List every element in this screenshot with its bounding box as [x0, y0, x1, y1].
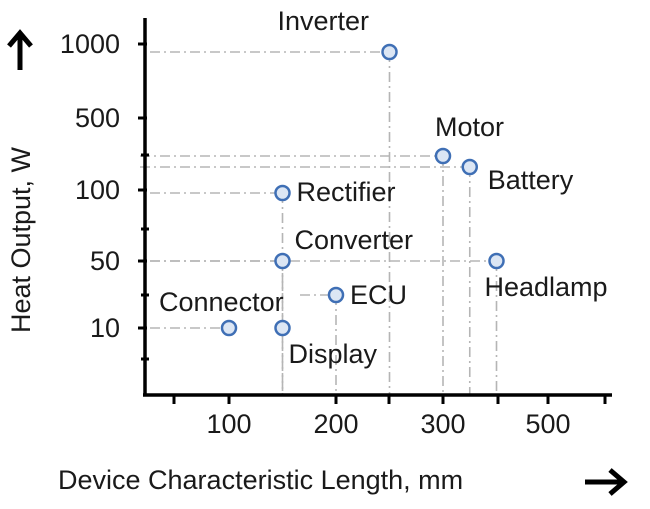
- point-label: Display: [289, 339, 378, 369]
- data-point: [327, 286, 345, 304]
- tick-labels: 100 200 300 500 10 50 100 500 1000: [60, 29, 571, 439]
- x-tick-label: 300: [420, 409, 465, 439]
- y-tick-label: 1000: [60, 29, 120, 59]
- data-point: [274, 184, 291, 202]
- point-label: ECU: [350, 280, 407, 310]
- data-point: [461, 158, 478, 176]
- data-point: [434, 147, 452, 165]
- point-label: Connector: [159, 287, 284, 317]
- point-label: Rectifier: [297, 177, 396, 207]
- data-point: [274, 252, 291, 270]
- x-tick-label: 500: [525, 409, 570, 439]
- tick-marks: [138, 42, 607, 404]
- point-label: Inverter: [278, 6, 370, 36]
- point-label: Headlamp: [485, 272, 608, 302]
- data-points: [220, 43, 505, 337]
- y-axis-title: Heat Output, W: [6, 146, 36, 333]
- data-point: [488, 252, 505, 270]
- x-tick-label: 100: [206, 409, 251, 439]
- data-point: [220, 319, 238, 337]
- data-point: [274, 319, 291, 337]
- y-axis-arrow-icon: [7, 29, 33, 70]
- y-tick-label: 50: [90, 246, 120, 276]
- y-tick-label: 100: [75, 175, 120, 205]
- x-axis-arrow-icon: [585, 468, 628, 496]
- point-label: Motor: [435, 112, 504, 142]
- y-tick-label: 500: [75, 103, 120, 133]
- x-axis-title: Device Characteristic Length, mm: [58, 465, 463, 495]
- data-point: [381, 43, 398, 61]
- y-tick-label: 10: [90, 313, 120, 343]
- x-tick-label: 200: [313, 409, 358, 439]
- axes: [7, 18, 628, 496]
- point-label: Converter: [295, 225, 414, 255]
- point-label: Battery: [488, 165, 574, 195]
